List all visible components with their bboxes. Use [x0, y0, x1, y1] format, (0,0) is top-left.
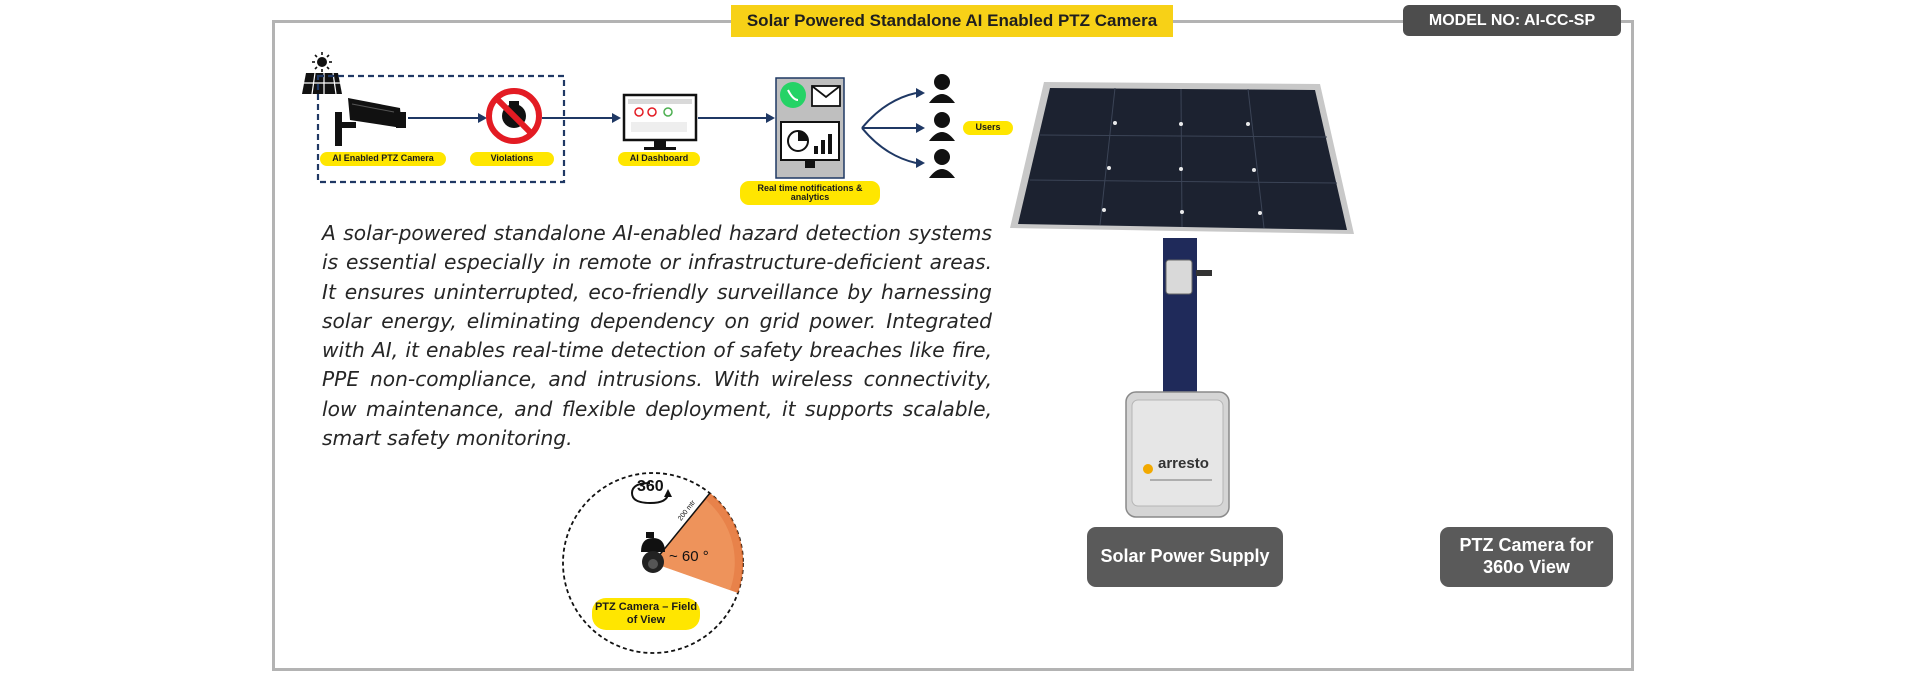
- camera-label: AI Enabled PTZ Camera: [320, 152, 446, 166]
- brand-logo-text: arresto: [1158, 455, 1209, 472]
- cctv-camera-icon: [335, 98, 406, 146]
- ptz-camera-icon: [641, 532, 665, 573]
- dashboard-monitor-icon: [622, 93, 698, 150]
- workflow-diagram: [302, 52, 955, 184]
- solar-panel: [1010, 82, 1354, 234]
- solar-power-supply-label: Solar Power Supply: [1087, 527, 1283, 587]
- fov-label: PTZ Camera – Field of View: [592, 598, 700, 630]
- system-description: A solar-powered standalone AI-enabled ha…: [322, 221, 992, 451]
- user-icon: [929, 74, 955, 103]
- user-icon: [929, 149, 955, 178]
- ptz-camera-view-label: PTZ Camera for 360o View: [1440, 527, 1613, 587]
- notifications-label: Real time notifications & analytics: [740, 181, 880, 205]
- users-label: Users: [963, 121, 1013, 135]
- dashboard-label: AI Dashboard: [618, 152, 700, 166]
- rotation-arrows-icon: [631, 482, 672, 505]
- violations-label: Violations: [470, 152, 554, 166]
- model-number-badge: MODEL NO: AI-CC-SP: [1403, 5, 1621, 36]
- control-box: [1125, 391, 1230, 518]
- violation-prohibited-icon: [486, 88, 542, 144]
- fov-angle-text: ~ 60 °: [669, 548, 709, 565]
- solar-camera-unit-image: [1010, 82, 1354, 518]
- solar-sun-icon: [302, 52, 342, 95]
- page-title: Solar Powered Standalone AI Enabled PTZ …: [731, 5, 1173, 37]
- rotation-360-text: 360: [637, 478, 664, 495]
- notification-analytics-icon: [775, 77, 845, 179]
- user-icon: [929, 112, 955, 141]
